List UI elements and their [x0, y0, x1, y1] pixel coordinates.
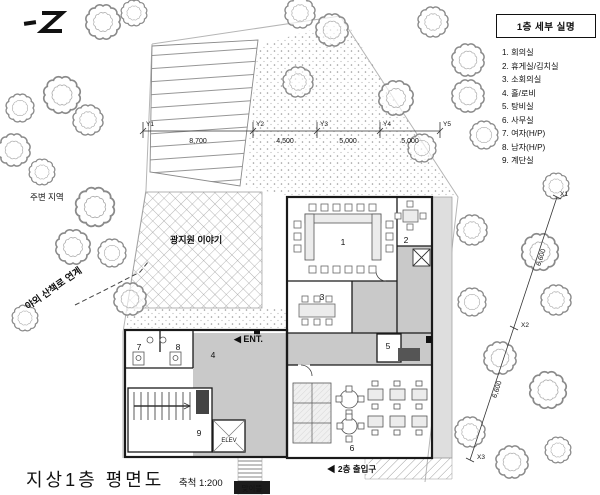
room-label-6: 6: [350, 443, 355, 453]
toilet-fixtures: [132, 336, 182, 366]
tree-icon: [540, 284, 572, 316]
x-dim-value: 6,600: [492, 380, 504, 399]
surrounding-label: 주변 지역: [30, 192, 64, 202]
tree-icon: [72, 104, 104, 136]
entrance-2f-label: ◀ 2층 출입구: [327, 464, 376, 474]
legend-list: 1. 회의실 2. 휴게실/김치실 3. 소회의실 4. 홀/로비 5. 탕비실…: [496, 46, 596, 168]
y-axis-label: Y1: [146, 121, 154, 128]
legend-item: 1. 회의실: [502, 48, 534, 57]
room-label-9: 9: [197, 428, 202, 438]
tree-icon: [74, 186, 116, 228]
tree-icon: [85, 4, 121, 40]
entrance-label: ◀ ENT.: [233, 334, 263, 344]
plaza-label: 광지원 이야기: [170, 234, 222, 245]
tree-icon: [28, 158, 56, 186]
legend-item: 9. 계단실: [502, 156, 534, 166]
tree-icon: [456, 214, 488, 246]
x-axis-label: X3: [477, 454, 485, 461]
tree-icon: [451, 79, 485, 113]
small-meeting-set: [298, 295, 336, 326]
tree-icon: [378, 80, 414, 116]
y-axis-label: Y4: [383, 121, 391, 128]
room-label-1: 1: [341, 237, 346, 247]
tree-icon: [315, 13, 349, 47]
pantry-counter: [398, 348, 420, 361]
trail-label: 야외 산책로 연계: [23, 265, 84, 313]
room-label-3: 3: [320, 292, 325, 302]
tree-icon: [97, 238, 127, 268]
legend-item: 3. 소회의실: [502, 75, 542, 85]
legend-item: 4. 홀/로비: [502, 88, 536, 98]
terrace-deck: [431, 196, 453, 459]
tree-icon: [284, 0, 316, 29]
office-work-tables: [367, 380, 428, 436]
office-round-tables: [335, 385, 365, 443]
tree-icon: [528, 370, 568, 410]
svg-text:맞이뜰: 맞이뜰: [242, 483, 263, 493]
tree-icon: [495, 445, 529, 479]
x-dimension-line: [465, 194, 562, 463]
y-dim-value: 4,500: [276, 138, 294, 145]
title-block: 지상1층 평면도 축척 1:200: [26, 466, 223, 492]
elevator-shaft: [212, 419, 246, 453]
elevator-label: ELEV: [221, 438, 236, 444]
tree-icon: [42, 75, 82, 115]
lounge-table-set: [394, 200, 427, 231]
gravel-area: [245, 20, 455, 196]
y-dim-value: 5,000: [401, 138, 419, 145]
tree-icon: [282, 66, 314, 98]
y-dim-value: 8,700: [189, 138, 207, 145]
tree-icon: [454, 416, 486, 448]
legend-item: 5. 탕비실: [502, 102, 534, 112]
conference-chairs: [293, 203, 394, 274]
entry-walk-2f: [364, 457, 453, 480]
y-dim-value: 5,000: [339, 138, 357, 145]
x-axis-label: X2: [521, 322, 529, 329]
room-label-5: 5: [386, 341, 391, 351]
room-label-4: 4: [211, 350, 216, 360]
plaza-area: [126, 191, 263, 309]
y-dimension-line: [139, 122, 444, 138]
x-axis-label: X1: [560, 191, 568, 198]
legend-panel: 1층 세부 실명 1. 회의실 2. 휴게실/김치실 3. 소회의실 4. 홀/…: [496, 14, 596, 168]
welcome-path-tag: 맞이뜰: [234, 481, 270, 494]
room-label-7: 7: [137, 342, 142, 352]
y-axis-label: Y2: [256, 121, 264, 128]
tree-icon: [0, 133, 31, 167]
north-arrow-icon: [23, 11, 68, 33]
room-label-2: 2: [404, 235, 409, 245]
tree-icon: [417, 6, 449, 38]
legend-title: 1층 세부 실명: [496, 14, 596, 38]
gravel-path: [127, 308, 287, 330]
y-axis-label: Y5: [443, 121, 451, 128]
legend-item: 2. 휴게실/김치실: [502, 61, 559, 71]
building-walls: [123, 195, 434, 460]
tree-icon: [469, 120, 499, 150]
legend-item: 8. 남자(H/P): [502, 142, 546, 152]
legend-item: 7. 여자(H/P): [502, 129, 546, 139]
legend-item: 6. 사무실: [502, 115, 534, 125]
stair-flight: [133, 392, 191, 420]
y-axis-label: Y3: [320, 121, 328, 128]
drawing-scale: 축척 1:200: [178, 478, 223, 489]
conference-table: [304, 213, 382, 261]
office-desk-block: [292, 382, 332, 444]
room-label-8: 8: [176, 342, 181, 352]
duct-shaft: [412, 248, 431, 267]
tree-icon: [55, 229, 91, 265]
tree-icon: [451, 43, 485, 77]
service-duct: [196, 390, 209, 414]
tree-icon: [544, 436, 572, 464]
tree-icon: [5, 93, 35, 123]
tree-icon: [120, 0, 148, 27]
parking-area: [149, 39, 259, 187]
drawing-title: 지상1층 평면도: [26, 470, 165, 490]
tree-icon: [457, 287, 487, 317]
tree-icon: [113, 282, 147, 316]
trail-dashed-line: [74, 261, 149, 306]
